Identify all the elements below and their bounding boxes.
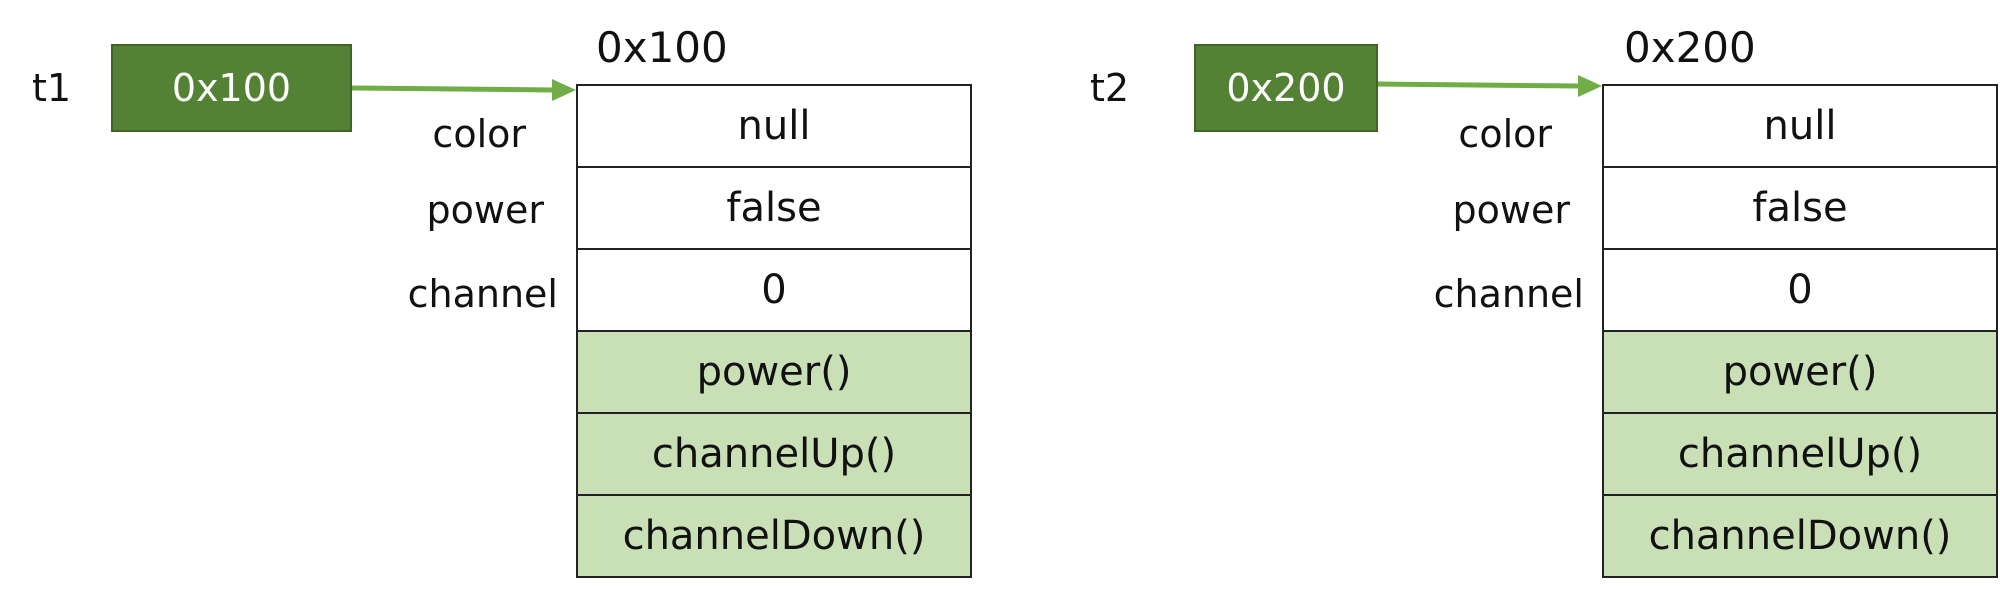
- field-label-channel: channel: [407, 272, 558, 316]
- field-label-power: power: [426, 188, 544, 232]
- object-box: null false 0 power() channelUp() channel…: [1602, 84, 1998, 578]
- reference-box: 0x100: [111, 44, 352, 132]
- field-value-power: false: [578, 168, 970, 250]
- field-label-power: power: [1452, 188, 1570, 232]
- method-power: power(): [578, 332, 970, 414]
- method-channel-down: channelDown(): [1604, 496, 1996, 576]
- field-label-color: color: [432, 112, 526, 156]
- object-address: 0x100: [596, 23, 728, 72]
- object-diagram-t2: t2 0x200 0x200 color power channel null …: [1026, 0, 2000, 593]
- variable-name: t2: [1090, 66, 1130, 110]
- method-channel-up: channelUp(): [578, 414, 970, 496]
- field-value-color: null: [578, 86, 970, 168]
- field-value-channel: 0: [578, 250, 970, 332]
- field-label-color: color: [1458, 112, 1552, 156]
- field-value-color: null: [1604, 86, 1996, 168]
- field-label-channel: channel: [1433, 272, 1584, 316]
- object-address: 0x200: [1624, 23, 1756, 72]
- reference-box: 0x200: [1194, 44, 1378, 132]
- field-value-power: false: [1604, 168, 1996, 250]
- reference-arrow: [1377, 75, 1602, 97]
- variable-name: t1: [32, 66, 72, 110]
- method-channel-down: channelDown(): [578, 496, 970, 576]
- object-box: null false 0 power() channelUp() channel…: [576, 84, 972, 578]
- method-channel-up: channelUp(): [1604, 414, 1996, 496]
- method-power: power(): [1604, 332, 1996, 414]
- object-diagram-t1: t1 0x100 0x100 color power channel null …: [32, 23, 972, 578]
- reference-arrow: [351, 79, 576, 101]
- field-value-channel: 0: [1604, 250, 1996, 332]
